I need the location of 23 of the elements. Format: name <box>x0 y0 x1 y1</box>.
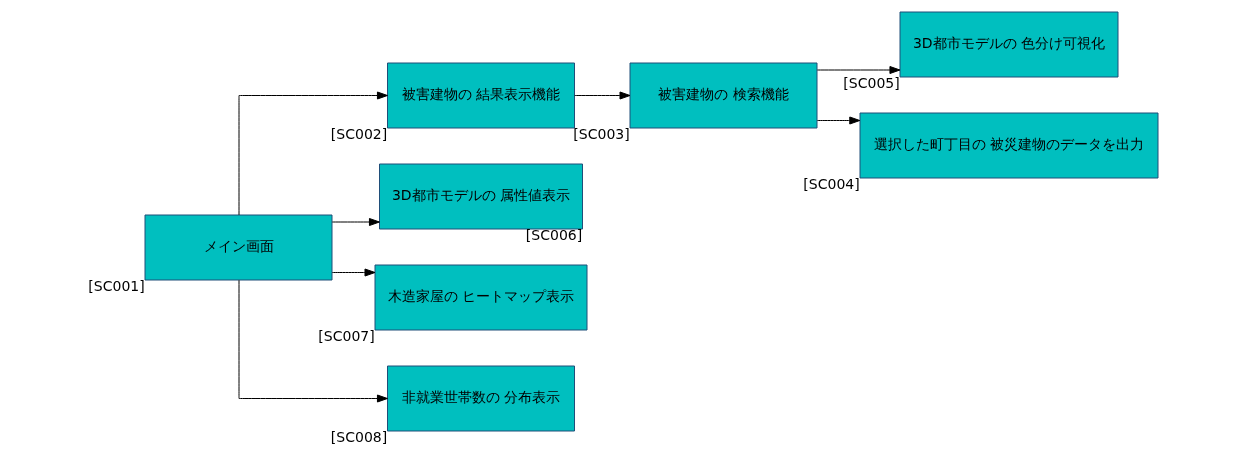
node-box: 被害建物の 結果表示機能 <box>386 62 575 129</box>
node-label: [SC002] <box>330 126 387 143</box>
node-box: 被害建物の 検索機能 <box>629 62 817 129</box>
arrow <box>331 268 375 277</box>
arrow <box>816 66 900 74</box>
arrow <box>573 91 630 100</box>
node-box: 選択した町丁目の 被災建物のデータを出力 <box>859 112 1158 179</box>
node-box: 3D都市モデルの 属性値表示 <box>378 163 583 230</box>
node-box: 非就業世帯数の 分布表示 <box>386 365 575 432</box>
arrow <box>816 116 860 125</box>
node-box: 木造家屋の ヒートマップ表示 <box>374 264 587 331</box>
node-label: [SC001] <box>87 278 145 295</box>
node-label: [SC003] <box>572 126 630 143</box>
node-label: [SC004] <box>802 176 860 193</box>
arrow <box>331 218 380 226</box>
node-label: [SC007] <box>317 328 375 345</box>
node-label: [SC006] <box>525 227 582 244</box>
arrow <box>238 279 388 403</box>
node-label: [SC005] <box>842 75 900 92</box>
node-label: [SC008] <box>330 429 387 446</box>
node-box: 3D都市モデルの 色分け可視化 <box>899 11 1118 78</box>
arrow <box>238 91 388 216</box>
node-box: メイン画面 <box>144 214 332 281</box>
